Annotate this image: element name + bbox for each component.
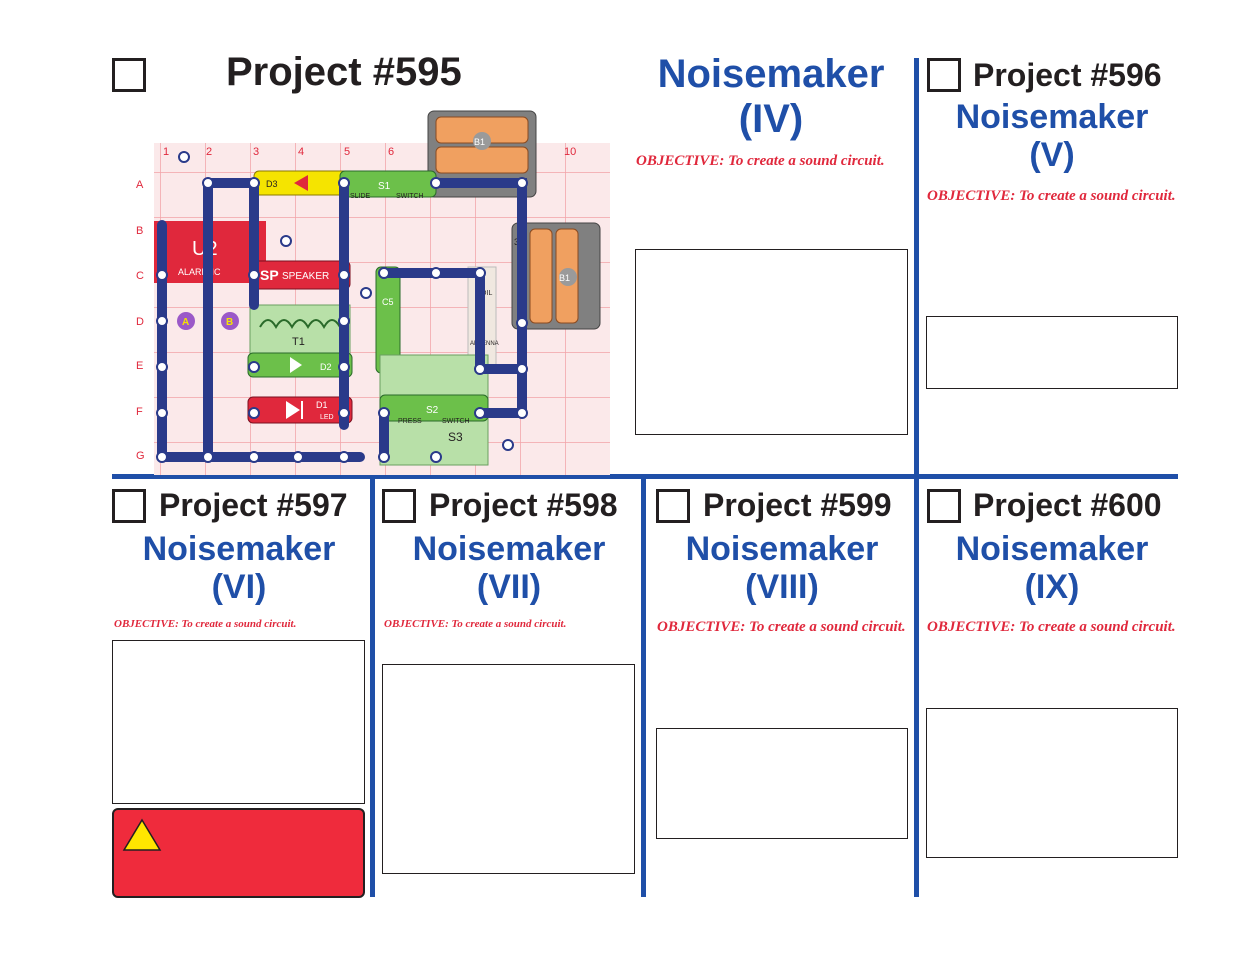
project-599-number: Project #599 [703,487,892,523]
project-595-checkbox[interactable] [112,58,146,92]
project-597-title: Noisemaker (VI) [112,530,366,606]
project-599-checkbox[interactable] [656,489,690,523]
speaker-sp: SP SPEAKER [253,260,351,290]
project-598-number: Project #598 [429,487,618,523]
project-595-number: Project #595 [226,50,462,94]
project-599-title: Noisemaker (VIII) [655,530,909,606]
press-switch-s2-s3: S2 PRESS SWITCH S3 [379,354,489,466]
col-label-3: 3 [253,146,259,158]
d2-label: D2 [320,362,332,372]
project-600-title-line1: Noisemaker [955,530,1149,568]
press-switch-label: SWITCH [442,418,470,425]
row-label-d: D [136,316,144,328]
project-599-title-line1: Noisemaker [685,530,879,568]
d1-label: D1 [316,400,328,410]
project-597-title-line2: (VI) [211,568,267,607]
press-label: PRESS [398,418,422,425]
project-595-title-line1: Noisemaker [657,52,885,96]
point-b-label: B [226,317,233,328]
project-597-warning-box [112,808,365,898]
slide-switch-s1: S1 SLIDE SWITCH [339,170,437,200]
divider-vertical-1 [370,479,375,897]
project-600-objective: OBJECTIVE: To create a sound circuit. [927,619,1176,635]
project-598-title-line2: (VII) [476,568,542,607]
row-label-e: E [136,360,143,372]
d3-label: D3 [266,179,278,189]
project-600-number: Project #600 [973,487,1162,523]
project-596-parts-box [926,316,1178,389]
project-595-title: Noisemaker (IV) [636,52,906,142]
battery-top-label: B1 [474,137,485,147]
snap-points [156,151,528,463]
project-598-title: Noisemaker (VII) [382,530,636,606]
divider-horizontal [112,474,1178,479]
project-599-title-line2: (VIII) [745,568,819,607]
row-label-c: C [136,270,144,282]
project-600-checkbox[interactable] [927,489,961,523]
project-597-parts-box [112,640,365,804]
col-label-5: 5 [344,146,350,158]
project-599-objective: OBJECTIVE: To create a sound circuit. [657,619,906,635]
col-label-10: 10 [564,146,576,158]
col-label-4: 4 [298,146,304,158]
c5-label: C5 [382,297,394,307]
project-600-title: Noisemaker (IX) [926,530,1178,606]
divider-vertical-2 [641,479,646,897]
col-label-1: 1 [163,146,169,158]
project-596-title-line1: Noisemaker [955,98,1149,136]
col-label-6: 6 [388,146,394,158]
battery-right-label: B1 [559,273,570,283]
s1-label: S1 [378,181,391,192]
t1-label: T1 [292,336,305,348]
row-label-g: G [136,450,145,462]
project-596-checkbox[interactable] [927,58,961,92]
alarm-ic-label: ALARM IC [178,267,221,277]
project-598-checkbox[interactable] [382,489,416,523]
s2-label: S2 [426,405,439,416]
project-597-checkbox[interactable] [112,489,146,523]
divider-vertical-top-right [914,58,919,478]
row-label-b: B [136,225,143,237]
slide-switch-label: SWITCH [396,193,424,200]
slide-label: SLIDE [350,193,371,200]
sp-label: SP [260,267,279,283]
project-595-parts-box [635,249,908,435]
led-label: LED [320,414,334,421]
project-596-objective: OBJECTIVE: To create a sound circuit. [927,188,1176,204]
project-600-title-line2: (IX) [1024,568,1080,607]
project-599-parts-box [656,728,908,839]
project-595-title-line2: (IV) [738,96,804,141]
project-596-title: Noisemaker (V) [926,98,1178,174]
project-595-objective: OBJECTIVE: To create a sound circuit. [636,153,885,169]
divider-vertical-3 [914,479,919,897]
battery-top: B1 [427,110,537,198]
col-label-2: 2 [206,146,212,158]
led-d1: D1 LED [247,396,353,424]
diode-d3: D3 [253,170,349,196]
transformer-t1: T1 [249,304,351,360]
project-596-number: Project #596 [973,57,1162,93]
project-600-parts-box [926,708,1178,858]
s3-label: S3 [448,430,463,444]
project-597-objective: OBJECTIVE: To create a sound circuit. [114,618,297,630]
battery-right: B1 3V [511,222,601,330]
row-label-a: A [136,179,144,191]
project-596-title-line2: (V) [1029,136,1075,175]
project-597-title-line1: Noisemaker [142,530,336,568]
test-points: A B [177,312,239,330]
circuit-diagram: 1 2 3 4 5 6 10 A B C D E F G B1 B1 3V U2… [136,110,610,475]
project-598-title-line1: Noisemaker [412,530,606,568]
project-597-number: Project #597 [159,487,348,523]
warning-triangle-icon [122,818,162,851]
wires [157,178,527,462]
row-label-f: F [136,406,143,418]
speaker-label: SPEAKER [282,271,329,282]
project-598-objective: OBJECTIVE: To create a sound circuit. [384,618,567,630]
project-598-parts-box [382,664,635,874]
point-a-label: A [182,317,189,328]
diode-d2: D2 [247,352,353,378]
